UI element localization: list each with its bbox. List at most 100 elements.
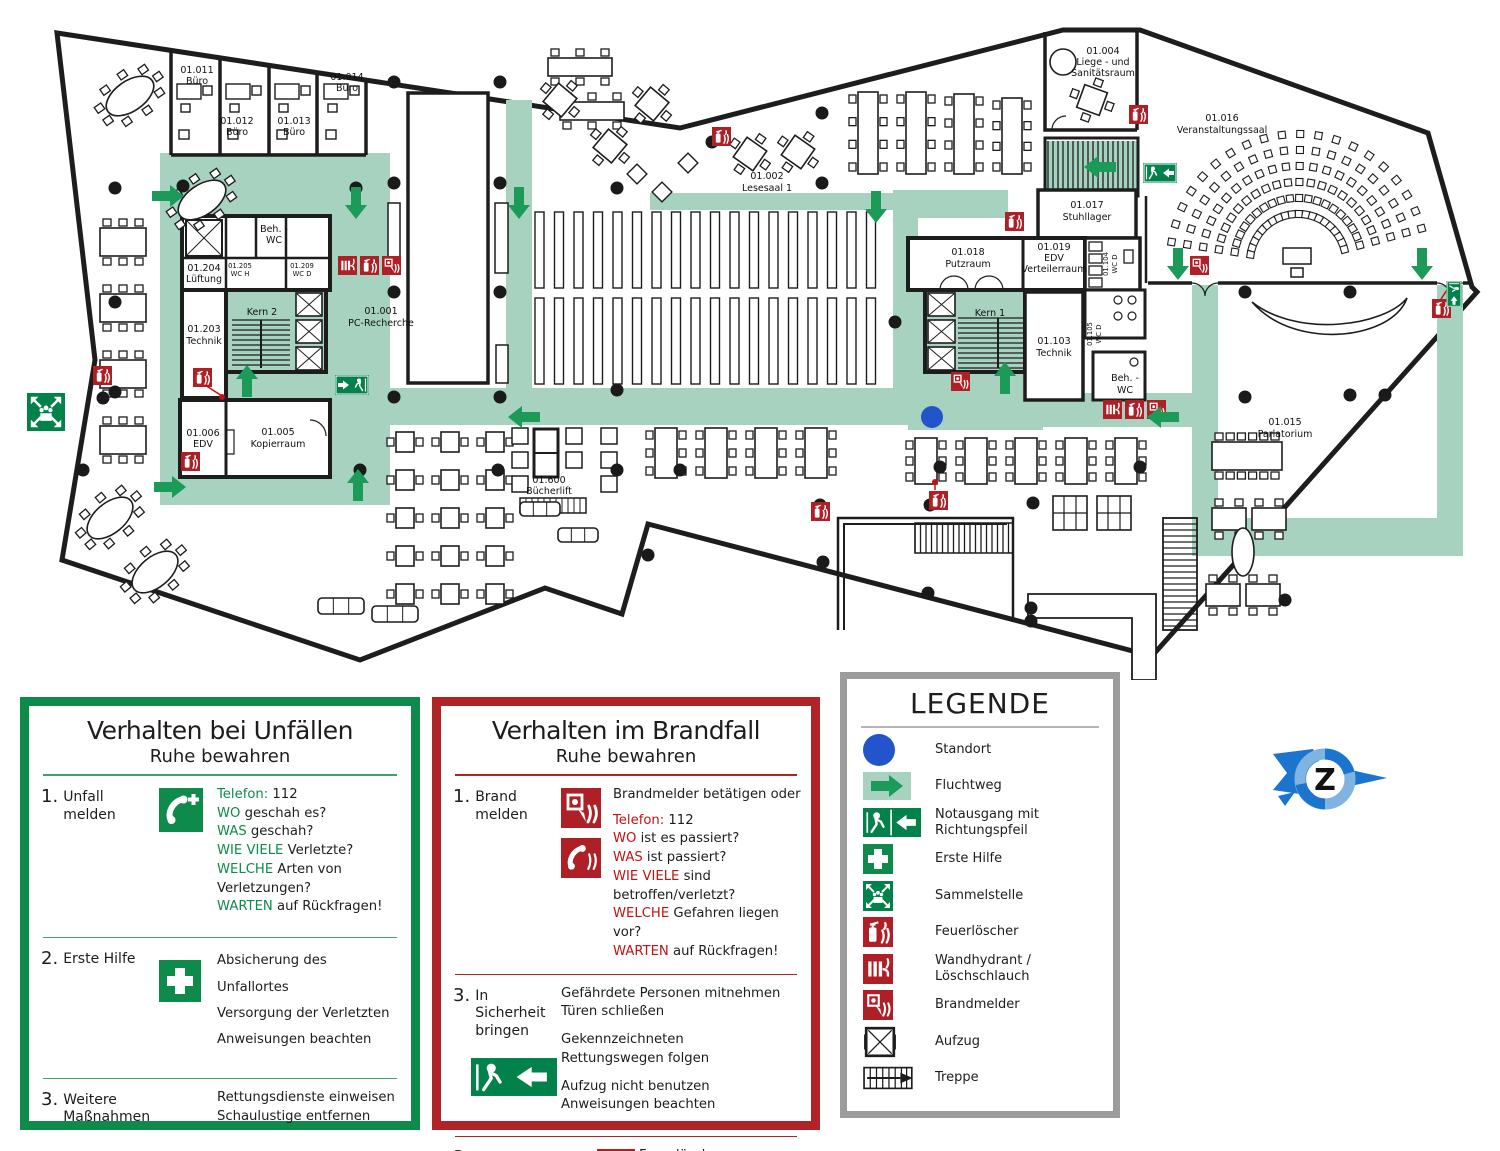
legend-item-aufzug: Aufzug (847, 1024, 1113, 1061)
table (99, 416, 147, 464)
legend-item-treppe: Treppe (847, 1060, 1113, 1097)
column-dot (1026, 496, 1040, 510)
fire-panel-subtitle: Ruhe bewahren (555, 746, 697, 767)
table (99, 284, 147, 332)
column-dot (815, 106, 829, 120)
sofa (519, 501, 561, 517)
column-dot (1343, 285, 1357, 299)
table (1005, 437, 1047, 485)
column-dot (1024, 601, 1038, 615)
first-aid-icon (159, 948, 217, 1054)
notausgang-icon (863, 808, 935, 838)
brandmelder-icon (561, 788, 601, 828)
table (631, 83, 673, 125)
table (745, 427, 787, 479)
column-dot (1024, 614, 1038, 628)
brandmelder-icon (863, 990, 935, 1020)
extinguishing-icons (561, 1147, 639, 1151)
table (431, 583, 469, 605)
feuerloescher-icon (929, 491, 948, 510)
table (539, 79, 581, 121)
table (386, 431, 424, 453)
sofa (371, 605, 419, 623)
table (1211, 432, 1283, 480)
stairs (232, 96, 1198, 631)
table (431, 469, 469, 491)
table (1251, 498, 1287, 540)
table (476, 545, 514, 567)
svg-text:Parlatorium: Parlatorium (1258, 429, 1313, 440)
svg-text:01.004: 01.004 (1086, 46, 1119, 57)
desk (323, 83, 360, 140)
oval-table (93, 63, 166, 128)
accident-step-1: 1.Unfall melden Telefon: 112 WO geschah … (29, 776, 411, 917)
table (695, 427, 737, 479)
svg-text:Technik: Technik (1035, 348, 1072, 359)
table (431, 545, 469, 567)
svg-text:Büro: Büro (336, 83, 358, 94)
oval-table (74, 484, 146, 551)
svg-text:01.012: 01.012 (220, 116, 253, 127)
feuerloescher-icon (360, 256, 379, 275)
oval-table (119, 538, 191, 605)
table (386, 507, 424, 529)
spacer (159, 1089, 217, 1127)
table (386, 545, 424, 567)
brandmelder-icon (382, 256, 401, 275)
legend-item-erste-hilfe: Erste Hilfe (847, 841, 1113, 878)
aufzug-icon (863, 1026, 935, 1058)
exit-sign-icon (471, 1057, 558, 1096)
svg-text:01.006: 01.006 (186, 428, 219, 439)
column-dot (673, 463, 687, 477)
notausgang-icon (1143, 163, 1177, 183)
divider (455, 973, 797, 975)
column-dot (610, 181, 624, 195)
table (476, 507, 514, 529)
table (992, 97, 1032, 175)
svg-text:Beh. -: Beh. - (260, 224, 288, 235)
divider (455, 1136, 797, 1138)
column-dot (108, 385, 122, 399)
table (431, 431, 469, 453)
emergency-phone-icon (159, 786, 217, 917)
sammelstelle-icon (27, 393, 65, 431)
column-dot (491, 463, 505, 477)
wandhydrant-icon (1103, 400, 1122, 419)
fluchtweg-icon (863, 772, 935, 801)
svg-text:01.005: 01.005 (261, 427, 294, 438)
accident-instructions-panel: Verhalten bei Unfällen Ruhe bewahren 1.U… (20, 697, 420, 1130)
feuerloescher-icon (1005, 212, 1024, 231)
table (1205, 574, 1241, 616)
column-dot (610, 463, 624, 477)
table (1245, 574, 1281, 616)
company-logo: Z (1273, 748, 1387, 810)
svg-text:Technik: Technik (185, 336, 222, 347)
column-dot (493, 390, 507, 404)
table (944, 93, 984, 175)
columns (76, 75, 1392, 628)
feuerloescher-icon (181, 452, 200, 471)
treppe-icon (863, 1064, 935, 1092)
svg-text:Z: Z (1314, 763, 1336, 798)
column-dot (1278, 593, 1292, 607)
legend-item-sammelstelle: Sammelstelle (847, 878, 1113, 915)
column-dot (1238, 390, 1252, 404)
auditorium-seats (1166, 129, 1427, 260)
svg-text:EDV: EDV (1044, 253, 1064, 264)
notausgang-icon (1446, 281, 1462, 307)
legend-item-fluchtweg: Fluchtweg (847, 768, 1113, 805)
bookshelves (534, 211, 877, 385)
table (645, 427, 687, 479)
svg-text:01.002: 01.002 (750, 171, 783, 182)
feuerloescher-icon (1125, 400, 1144, 419)
column-dot (610, 383, 624, 397)
table (795, 427, 837, 479)
svg-text:Putzraum: Putzraum (945, 259, 990, 270)
notausgang-icon (335, 375, 369, 395)
accident-step-3-text: Rettungsdienste einweisen Schaulustige e… (217, 1089, 395, 1124)
table (1105, 437, 1147, 485)
svg-text:01.013: 01.013 (277, 116, 310, 127)
table (728, 132, 772, 176)
